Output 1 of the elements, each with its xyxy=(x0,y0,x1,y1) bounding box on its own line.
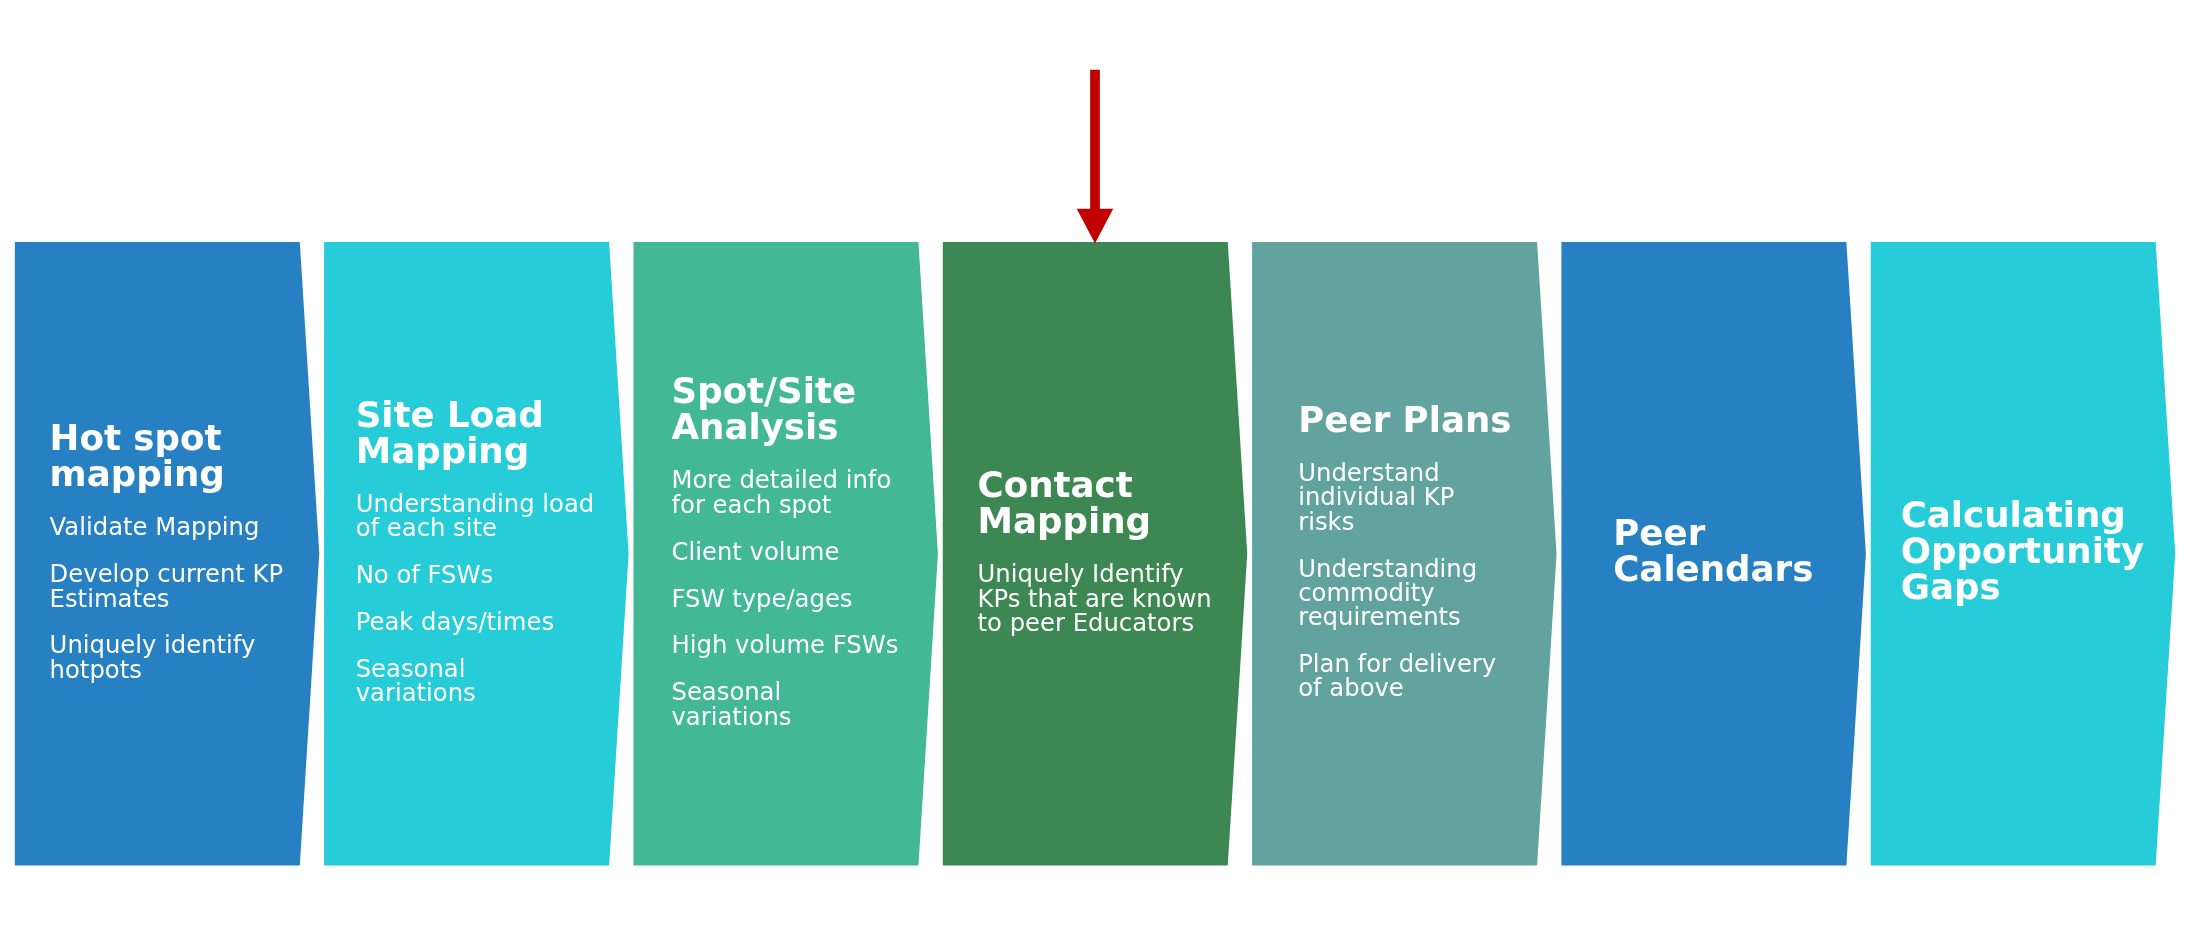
arrow xyxy=(1076,69,1114,243)
